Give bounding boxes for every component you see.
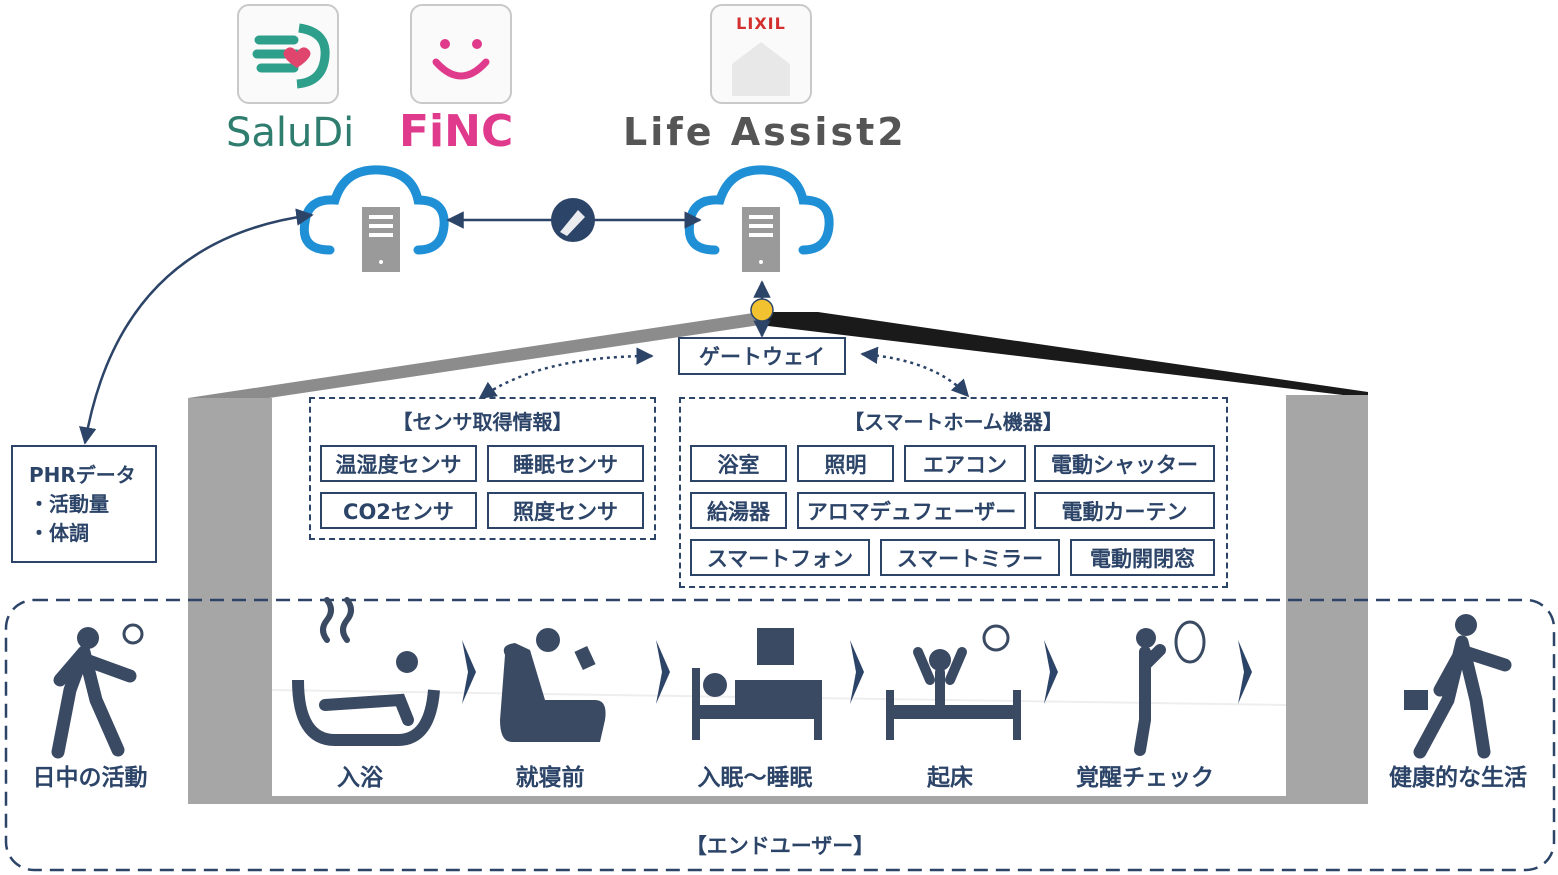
- device-curtain: 電動カーテン: [1034, 492, 1215, 529]
- finc-app-icon[interactable]: [410, 4, 512, 104]
- phr-arrow: [79, 208, 314, 445]
- device-shutter: 電動シャッター: [1034, 445, 1215, 482]
- phr-item-condition: ・体調: [29, 521, 89, 545]
- roof-left: [188, 312, 760, 410]
- saludi-app-icon[interactable]: [237, 4, 339, 104]
- device-window: 電動開閉窓: [1070, 539, 1215, 576]
- waking-up-icon: [886, 624, 1021, 740]
- stage-healthy-life: 健康的な生活: [1389, 765, 1527, 791]
- end-user-boundary: [4, 598, 1556, 872]
- stage-awake-check: 覚醒チェック: [1076, 765, 1214, 791]
- life-assist-brand: Life Assist2: [623, 110, 907, 154]
- mirror-check-icon: [1134, 620, 1206, 756]
- sensor-illuminance: 照度センサ: [487, 492, 644, 529]
- stage-wake: 起床: [927, 765, 973, 791]
- phr-data-box: PHRデータ ・活動量 ・体調: [11, 445, 157, 563]
- device-aroma-diffuser: アロマデュフェーザー: [797, 492, 1026, 529]
- device-bathroom: 浴室: [690, 445, 787, 482]
- stage-before-bed: 就寝前: [515, 765, 585, 791]
- device-smartphone: スマートフォン: [690, 539, 870, 576]
- walking-person-icon: [51, 623, 144, 759]
- sensor-group-title: 【センサ取得情報】: [392, 410, 573, 434]
- sensor-group: [309, 397, 656, 540]
- device-lighting: 照明: [797, 445, 894, 482]
- finc-brand: FiNC: [399, 106, 514, 157]
- life-assist-app-icon[interactable]: LIXIL: [710, 4, 812, 104]
- smarthome-group-title: 【スマートホーム機器】: [844, 410, 1063, 434]
- end-user-label: 【エンドユーザー】: [685, 834, 875, 858]
- stage-sleep: 入眠～睡眠: [697, 765, 813, 791]
- smarthome-group: [679, 397, 1228, 588]
- house-logo-icon: [732, 42, 790, 96]
- www-icon: [750, 298, 774, 322]
- device-smart-mirror: スマートミラー: [880, 539, 1060, 576]
- phr-title: PHRデータ: [29, 463, 136, 487]
- saludi-brand: SaluDi: [226, 110, 355, 156]
- sensor-co2: CO2センサ: [320, 492, 477, 529]
- armchair-reading-icon: [500, 628, 606, 742]
- stage-bath: 入浴: [337, 765, 383, 791]
- sensor-temp-humidity: 温湿度センサ: [320, 445, 477, 482]
- gateway-arrow-right: [860, 346, 970, 398]
- saludi-hand-heart-icon: [252, 23, 330, 89]
- phr-item-activity: ・活動量: [29, 492, 109, 516]
- stage-chevrons: [462, 640, 1252, 704]
- device-water-heater: 給湯器: [690, 492, 787, 529]
- device-aircon: エアコン: [904, 445, 1026, 482]
- gateway-box: ゲートウェイ: [678, 337, 846, 375]
- cloud-server-left: [299, 165, 449, 272]
- finc-smile-icon: [432, 39, 490, 80]
- floor: [188, 796, 1368, 804]
- sensor-sleep: 睡眠センサ: [487, 445, 644, 482]
- bath-icon: [292, 597, 440, 746]
- gateway-arrow-left: [478, 347, 654, 400]
- bed-sleeping-icon: [692, 628, 822, 740]
- roof-right: [760, 312, 1368, 398]
- lixil-logo: LIXIL: [736, 14, 786, 33]
- businessman-walking-icon: [1404, 614, 1512, 759]
- stage-daytime: 日中の活動: [32, 765, 148, 791]
- cloud-server-right: [684, 165, 834, 272]
